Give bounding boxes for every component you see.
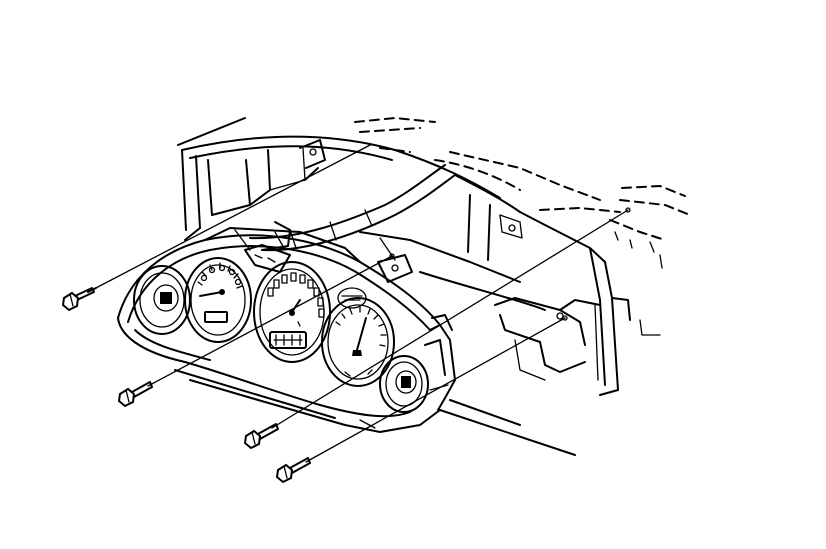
mounting-screw-1 <box>61 143 373 312</box>
mounting-screw-3 <box>243 207 631 450</box>
right-primary-gauge <box>321 297 395 387</box>
tachometer-gauge <box>253 261 331 363</box>
mounting-screw-2 <box>117 253 395 408</box>
mounting-screw-4 <box>275 315 568 484</box>
right-auxiliary-gauge <box>379 355 429 413</box>
dash-panel-carrier <box>177 117 661 456</box>
left-auxiliary-gauge <box>133 265 191 335</box>
cluster-housing <box>117 227 456 433</box>
speedometer-gauge <box>184 257 252 343</box>
phantom-dash-outline <box>354 116 691 269</box>
